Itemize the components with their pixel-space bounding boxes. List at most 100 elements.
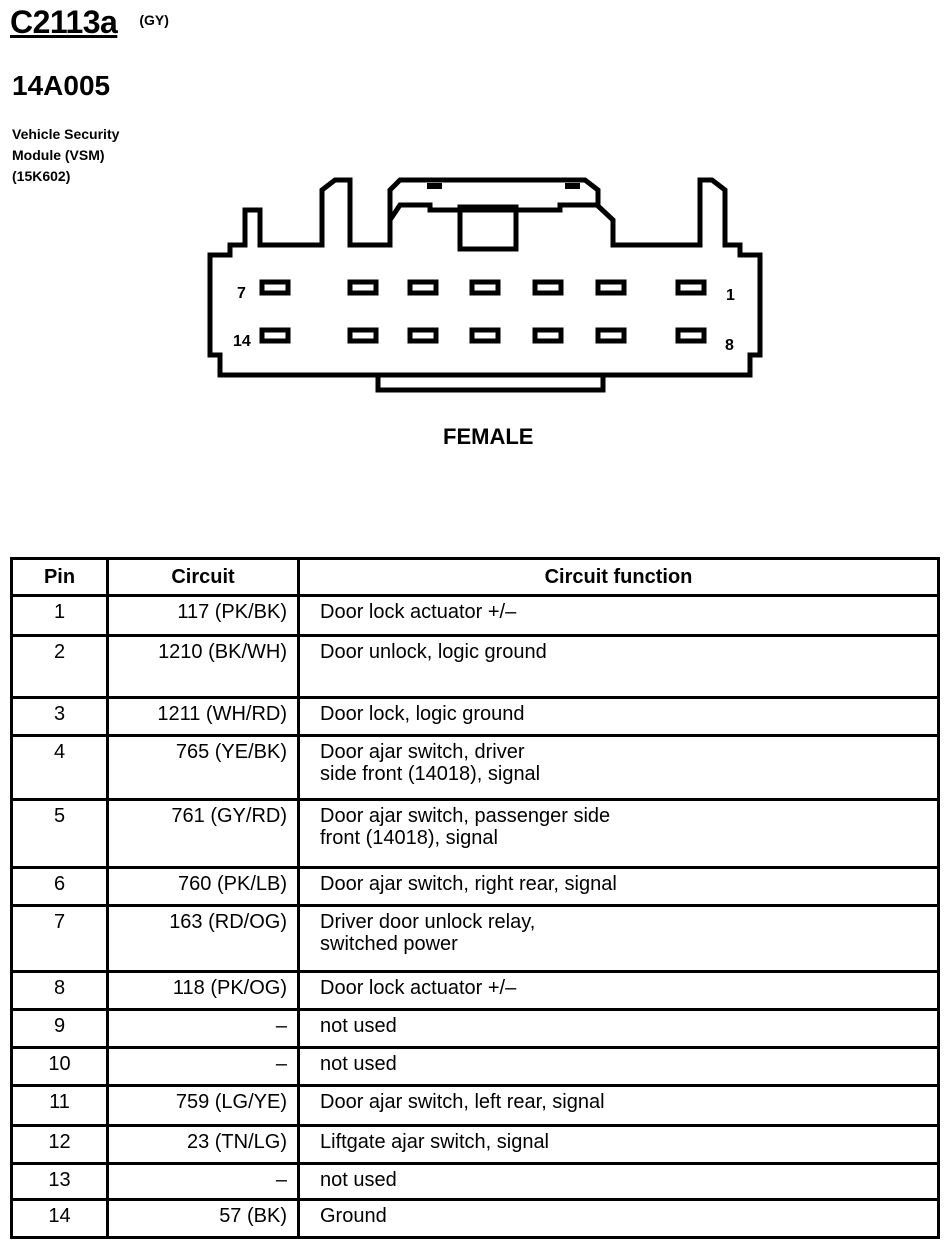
- circuit-id: 57 (BK): [106, 1198, 300, 1239]
- connector-latch-block: [457, 204, 519, 252]
- circuit-id: 759 (LG/YE): [106, 1084, 300, 1127]
- part-number: 14A005: [12, 70, 111, 101]
- circuit-function-line-1: Door unlock, logic ground: [320, 641, 547, 663]
- component-line-1: Vehicle Security: [12, 126, 120, 142]
- circuit-function-line-1: Door lock actuator +/–: [320, 977, 517, 999]
- pin-label-7: 7: [237, 285, 246, 302]
- circuit-id: 1210 (BK/WH): [106, 634, 300, 699]
- circuit-function: not used: [297, 1162, 940, 1201]
- circuit-function-line-1: Door ajar switch, passenger side: [320, 805, 611, 827]
- pin-number: 3: [10, 696, 109, 737]
- circuit-function: Door ajar switch, right rear, signal: [297, 866, 940, 907]
- circuit-function-line-1: Door ajar switch, left rear, signal: [320, 1091, 605, 1113]
- circuit-function-line-1: Driver door unlock relay,: [320, 911, 536, 933]
- circuit-id: –: [106, 1046, 300, 1087]
- circuit-function: Driver door unlock relay,switched power: [297, 904, 940, 973]
- circuit-id: –: [106, 1008, 300, 1049]
- circuit-function-line-2: front (14018), signal: [320, 827, 498, 849]
- connector-id: C2113a: [10, 4, 118, 40]
- pin-number: 6: [10, 866, 109, 907]
- circuit-id: –: [106, 1162, 300, 1201]
- pin-cavity-5: [407, 279, 439, 296]
- pin-number: 7: [10, 904, 109, 973]
- circuit-function-line-1: Door lock actuator +/–: [320, 601, 517, 623]
- pin-cavity-2: [595, 279, 627, 296]
- pin-number: 1: [10, 594, 109, 637]
- circuit-function: Ground: [297, 1198, 940, 1239]
- pin-cavity-12: [407, 327, 439, 344]
- pin-cavity-6: [347, 279, 379, 296]
- circuit-function: not used: [297, 1008, 940, 1049]
- circuit-function-line-1: Door ajar switch, driver: [320, 741, 525, 763]
- circuit-id: 23 (TN/LG): [106, 1124, 300, 1165]
- pin-cavity-10: [532, 327, 564, 344]
- circuit-id: 1211 (WH/RD): [106, 696, 300, 737]
- table-header-row: Pin Circuit Circuit function: [10, 557, 940, 597]
- table-row: 9–not used: [10, 1008, 940, 1049]
- circuit-function: Door unlock, logic ground: [297, 634, 940, 699]
- table-row: 10–not used: [10, 1046, 940, 1087]
- title-row: C2113a (GY): [10, 4, 169, 41]
- pin-number: 11: [10, 1084, 109, 1127]
- component-line-2: Module (VSM): [12, 147, 105, 163]
- pin-cavity-1: [675, 279, 707, 296]
- circuit-id: 163 (RD/OG): [106, 904, 300, 973]
- circuit-function-line-1: Liftgate ajar switch, signal: [320, 1131, 550, 1153]
- pin-cavity-8: [675, 327, 707, 344]
- circuit-id: 118 (PK/OG): [106, 970, 300, 1011]
- pin-number: 9: [10, 1008, 109, 1049]
- circuit-function-line-1: not used: [320, 1015, 397, 1037]
- pin-label-1: 1: [726, 287, 735, 304]
- pin-number: 4: [10, 734, 109, 801]
- circuit-function-line-1: not used: [320, 1169, 397, 1191]
- connector-face-diagram: 7 1 14 8: [207, 177, 763, 393]
- circuit-function-line-2: switched power: [320, 933, 458, 955]
- pin-cavity-7: [259, 279, 291, 296]
- connector-housing-outline: [207, 177, 763, 378]
- pin-label-14: 14: [233, 333, 251, 350]
- circuit-function: not used: [297, 1046, 940, 1087]
- pin-number: 13: [10, 1162, 109, 1201]
- header-pin: Pin: [10, 557, 109, 597]
- component-name: Vehicle Security Module (VSM) (15K602): [12, 124, 119, 187]
- circuit-function: Door lock actuator +/–: [297, 970, 940, 1011]
- pin-number: 8: [10, 970, 109, 1011]
- circuit-function-line-1: Ground: [320, 1205, 387, 1227]
- pin-number: 12: [10, 1124, 109, 1165]
- circuit-function: Door lock, logic ground: [297, 696, 940, 737]
- pin-number: 2: [10, 634, 109, 699]
- pin-cavity-14: [259, 327, 291, 344]
- pin-cavity-9: [595, 327, 627, 344]
- circuit-function: Liftgate ajar switch, signal: [297, 1124, 940, 1165]
- pin-cavity-13: [347, 327, 379, 344]
- header-function: Circuit function: [297, 557, 940, 597]
- table-row: 13–not used: [10, 1162, 940, 1201]
- pin-cavity-11: [469, 327, 501, 344]
- circuit-id: 761 (GY/RD): [106, 798, 300, 869]
- circuit-id: 760 (PK/LB): [106, 866, 300, 907]
- connector-color: (GY): [139, 12, 169, 28]
- circuit-function-line-2: side front (14018), signal: [320, 763, 541, 785]
- pin-number: 5: [10, 798, 109, 869]
- circuit-id: 765 (YE/BK): [106, 734, 300, 801]
- circuit-function: Door lock actuator +/–: [297, 594, 940, 637]
- connector-bottom-key: [375, 375, 606, 393]
- component-line-3: (15K602): [12, 168, 71, 184]
- pin-cavity-3: [532, 279, 564, 296]
- circuit-id: 117 (PK/BK): [106, 594, 300, 637]
- circuit-function-line-1: Door lock, logic ground: [320, 703, 525, 725]
- circuit-function-line-1: Door ajar switch, right rear, signal: [320, 873, 617, 895]
